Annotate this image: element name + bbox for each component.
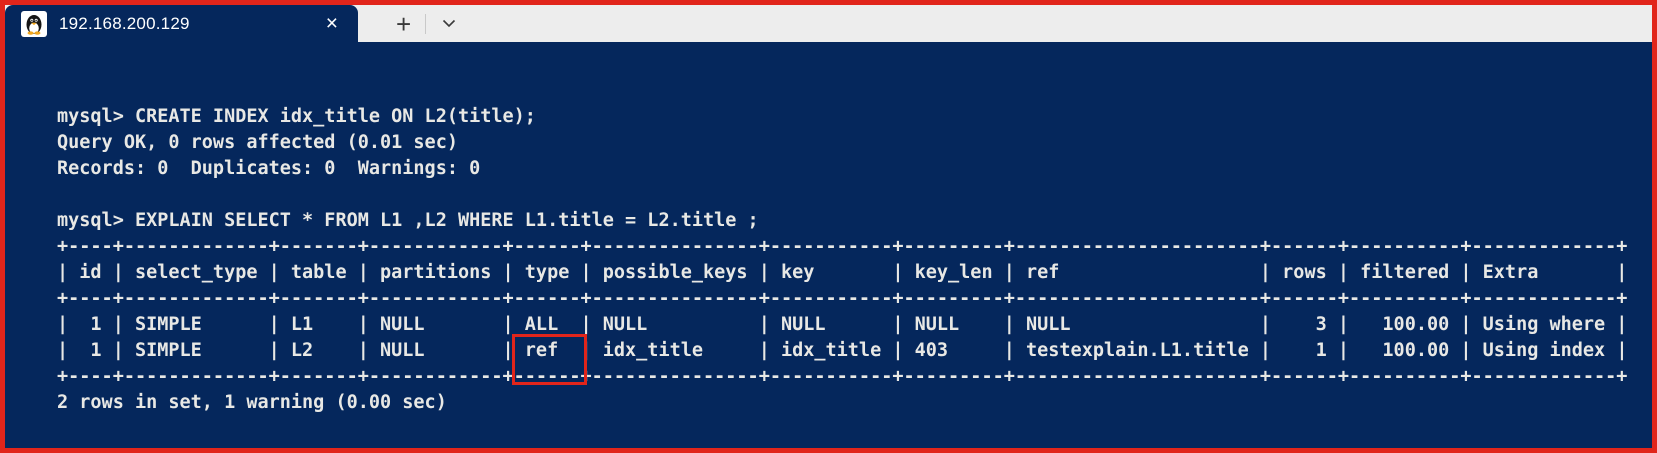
tab-dropdown-button[interactable] (426, 5, 472, 42)
terminal-line: mysql> EXPLAIN SELECT * FROM L1 ,L2 WHER… (57, 210, 759, 231)
terminal-lines: mysql> CREATE INDEX idx_title ON L2(titl… (57, 104, 1652, 416)
terminal-line: mysql> CREATE INDEX idx_title ON L2(titl… (57, 106, 536, 127)
terminal-line: | 1 | SIMPLE | L2 | NULL | ref | idx_tit… (57, 334, 1652, 385)
terminal-line: Records: 0 Duplicates: 0 Warnings: 0 (57, 158, 481, 179)
terminal-line: +----+-------------+-------+------------… (57, 288, 1628, 309)
terminal-screen[interactable]: mysql> CREATE INDEX idx_title ON L2(titl… (5, 42, 1652, 448)
terminal-line: +----+-------------+-------+------------… (57, 366, 1628, 387)
terminal-line: 2 rows in set, 1 warning (0.00 sec) (57, 392, 447, 413)
chevron-down-icon (442, 16, 456, 31)
close-tab-icon[interactable]: × (325, 12, 338, 35)
terminal-line (57, 182, 1652, 208)
ref-highlight-box: ref (511, 334, 588, 385)
new-tab-button[interactable]: + (382, 5, 425, 42)
terminal-line: | 1 | SIMPLE | L1 | NULL | ALL | NULL | … (57, 314, 1628, 335)
tab-actions-divider (425, 13, 427, 34)
terminal-line: | id | select_type | table | partitions … (57, 262, 1628, 283)
terminal-line: Query OK, 0 rows affected (0.01 sec) (57, 132, 458, 153)
terminal-line: +----+-------------+-------+------------… (57, 236, 1628, 257)
tab-title: 192.168.200.129 (59, 13, 190, 33)
tab-actions: + (358, 5, 472, 42)
terminal-tab[interactable]: 192.168.200.129 × (5, 5, 358, 42)
tab-bar: 192.168.200.129 × + (5, 5, 1652, 42)
tux-linux-icon (21, 10, 47, 37)
